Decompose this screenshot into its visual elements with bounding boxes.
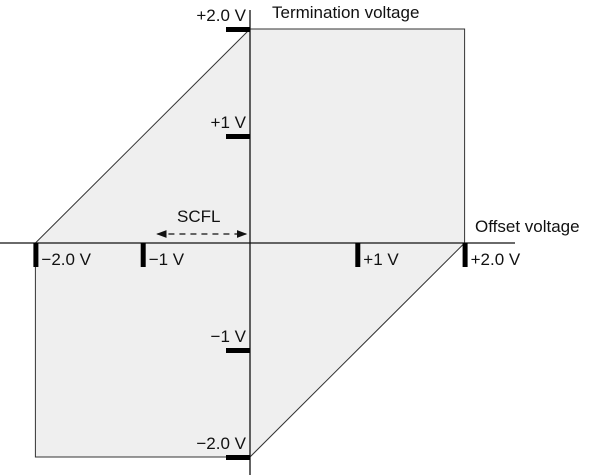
y-tick-label: −2.0 V: [196, 434, 246, 453]
y-tick-label: +1 V: [211, 113, 247, 132]
x-tick-mark: [33, 243, 39, 267]
scfl-label: SCFL: [177, 207, 220, 226]
y-tick-mark: [226, 27, 250, 32]
x-tick-label: +1 V: [363, 250, 399, 269]
x-tick-mark: [140, 243, 146, 267]
x-axis-label: Offset voltage: [475, 217, 580, 236]
y-tick-label: +2.0 V: [196, 6, 246, 25]
y-axis-label: Termination voltage: [272, 3, 419, 22]
y-tick-mark: [226, 455, 250, 460]
x-tick-label: +2.0 V: [471, 250, 521, 269]
x-tick-label: −1 V: [149, 250, 185, 269]
y-tick-mark: [226, 134, 250, 139]
y-tick-label: −1 V: [211, 327, 247, 346]
y-tick-mark: [226, 348, 250, 353]
x-tick-mark: [462, 243, 468, 267]
x-tick-label: −2.0 V: [41, 250, 91, 269]
x-tick-mark: [355, 243, 361, 267]
